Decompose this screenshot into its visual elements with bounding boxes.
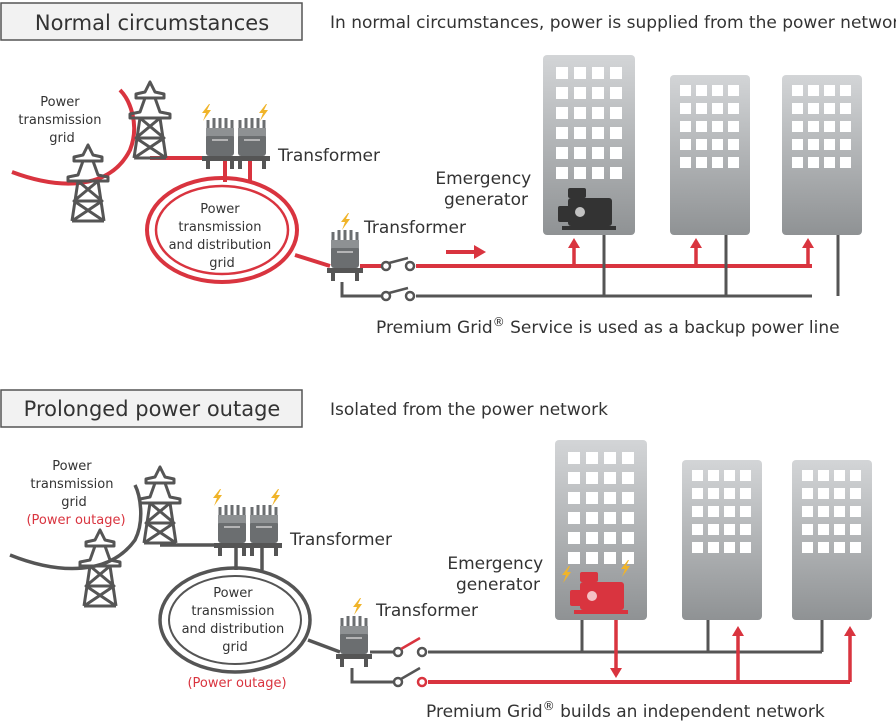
generator-label: Emergency generator bbox=[447, 554, 548, 595]
normal-panel: Normal circumstances In normal circumsta… bbox=[0, 2, 896, 338]
distribution-grid-label: Power transmission and distribution grid bbox=[182, 586, 289, 655]
flow-arrow-icon bbox=[474, 245, 486, 259]
power-grid-label: Power transmission grid bbox=[30, 459, 117, 510]
distribution-ring-outer bbox=[158, 566, 312, 674]
building-main bbox=[555, 440, 647, 620]
outage-panel: Prolonged power outage Isolated from the… bbox=[0, 389, 872, 722]
tower-icon bbox=[138, 465, 182, 545]
backup-feeder-line bbox=[340, 282, 812, 298]
bolt-icon bbox=[202, 104, 211, 121]
outage-footer: Premium Grid® builds an independent netw… bbox=[426, 699, 825, 722]
building-main bbox=[543, 55, 635, 235]
transformer-label: Transformer bbox=[289, 530, 392, 550]
transformer-icon bbox=[325, 228, 365, 283]
bolt-icon bbox=[271, 489, 280, 506]
normal-caption: In normal circumstances, power is suppli… bbox=[330, 13, 896, 33]
outage-title: Prolonged power outage bbox=[24, 397, 281, 421]
switch-open bbox=[400, 636, 421, 651]
building-3 bbox=[792, 460, 872, 620]
bolt-icon bbox=[213, 489, 222, 506]
distribution-ring-inner bbox=[154, 184, 290, 276]
distribution-ring-inner bbox=[168, 575, 302, 665]
transformer-icon bbox=[244, 503, 284, 558]
building-2 bbox=[682, 460, 762, 620]
transformer-icon bbox=[334, 614, 374, 669]
building-3 bbox=[782, 75, 862, 235]
transformer-icon bbox=[212, 503, 252, 558]
up-arrow-icon bbox=[732, 626, 856, 636]
bolt-icon bbox=[259, 104, 268, 121]
distribution-ring-outer bbox=[145, 176, 299, 284]
power-grid-label: Power transmission grid bbox=[18, 95, 105, 146]
transformer-label: Transformer bbox=[363, 218, 466, 238]
normal-footer: Premium Grid® Service is used as a backu… bbox=[376, 315, 840, 338]
transformer-label: Transformer bbox=[277, 146, 380, 166]
transformer-label: Transformer bbox=[375, 601, 478, 621]
normal-title: Normal circumstances bbox=[35, 11, 269, 35]
generator-label: Emergency generator bbox=[435, 169, 536, 210]
outage-status-label: (Power outage) bbox=[187, 676, 286, 691]
transformer-icon bbox=[200, 116, 240, 171]
outage-title-box bbox=[0, 389, 303, 428]
switch-open bbox=[400, 666, 421, 681]
normal-title-box bbox=[0, 2, 303, 41]
bolt-icon bbox=[353, 598, 362, 615]
bolt-icon bbox=[341, 213, 350, 230]
switch-open bbox=[388, 256, 409, 265]
down-arrow-icon bbox=[610, 668, 622, 678]
building-2 bbox=[670, 75, 750, 235]
outage-status-label: (Power outage) bbox=[26, 513, 125, 528]
distribution-grid-label: Power transmission and distribution grid bbox=[169, 202, 276, 271]
transmission-line bbox=[11, 88, 137, 186]
switch-open bbox=[388, 286, 409, 295]
tower-icon bbox=[128, 80, 172, 160]
outage-caption: Isolated from the power network bbox=[330, 400, 608, 420]
